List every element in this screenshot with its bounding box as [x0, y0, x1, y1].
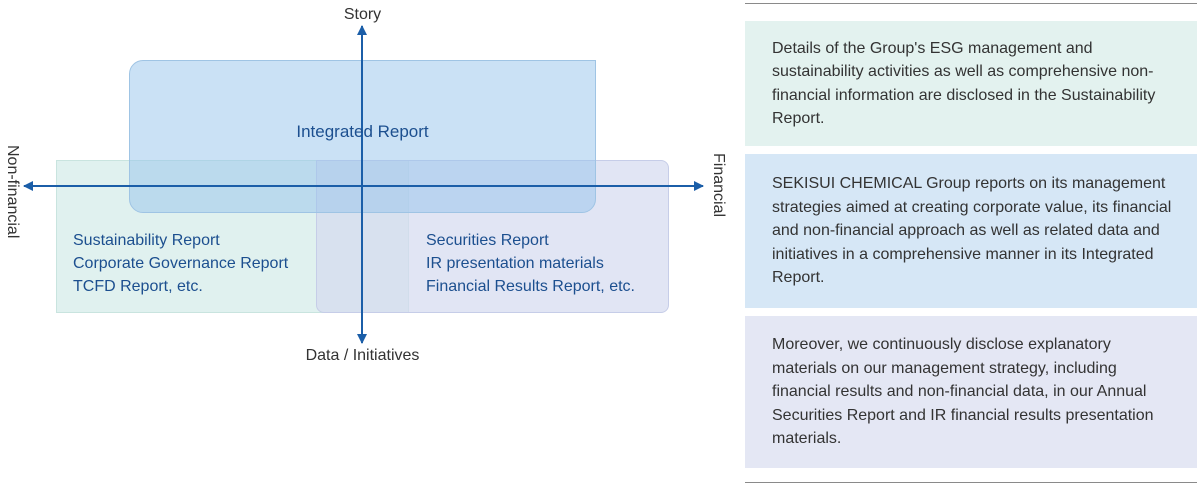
- corporate-governance-report-label: Corporate Governance Report: [73, 255, 289, 272]
- top-divider: [745, 3, 1197, 4]
- bottom-divider: [745, 482, 1197, 483]
- securities-group-labels: Securities Report IR presentation materi…: [426, 229, 635, 298]
- sustainability-group-labels: Sustainability Report Corporate Governan…: [73, 229, 288, 298]
- report-positioning-diagram: Story Data / Initiatives Non-financial F…: [4, 6, 727, 364]
- integrated-report-label: Integrated Report: [296, 122, 429, 141]
- axis-label-financial: Financial: [710, 152, 727, 218]
- axes: [23, 25, 704, 344]
- integrated-report-description: SEKISUI CHEMICAL Group reports on its ma…: [745, 154, 1197, 308]
- financial-results-report-label: Financial Results Report, etc.: [426, 278, 635, 295]
- ir-presentation-label: IR presentation materials: [426, 255, 604, 272]
- securities-description: Moreover, we continuously disclose expla…: [745, 316, 1197, 468]
- sustainability-description: Details of the Group's ESG management an…: [745, 21, 1197, 146]
- description-panel: Details of the Group's ESG management an…: [745, 0, 1197, 486]
- axis-label-data-initiatives: Data / Initiatives: [305, 347, 420, 364]
- sustainability-report-label: Sustainability Report: [73, 232, 220, 249]
- axis-label-non-financial: Non-financial: [4, 145, 21, 239]
- tcfd-report-label: TCFD Report, etc.: [73, 278, 203, 295]
- integrated-report-description-text: SEKISUI CHEMICAL Group reports on its ma…: [772, 175, 1172, 287]
- axis-label-story: Story: [343, 6, 382, 23]
- sustainability-description-text: Details of the Group's ESG management an…: [772, 39, 1156, 128]
- securities-report-label: Securities Report: [426, 232, 549, 249]
- securities-description-text: Moreover, we continuously disclose expla…: [772, 336, 1154, 448]
